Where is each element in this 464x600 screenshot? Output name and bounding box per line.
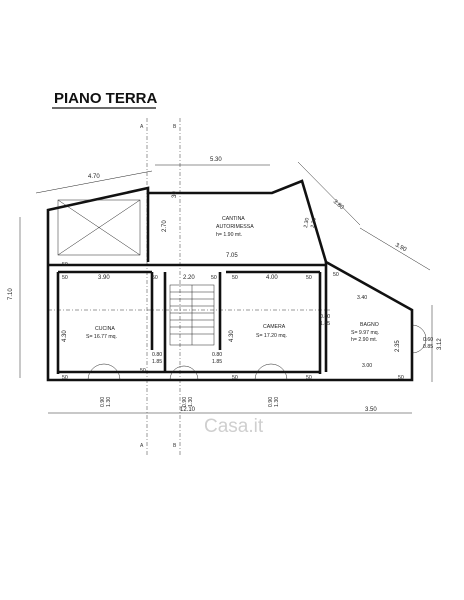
section-mark-b-top: B [173, 124, 177, 130]
dim-win-cucina-w: 0.90 [100, 397, 106, 407]
dim-camera-width: 4.00 [266, 275, 278, 281]
dim-bottom-total: 12.10 [180, 407, 196, 413]
room-camera-name: CAMERA [263, 324, 286, 330]
interior-walls [48, 193, 328, 374]
dim-cucina-wall-br: 50 [140, 368, 146, 374]
dim-door-mid-w: 0.80 [212, 352, 222, 358]
dim-win-camera-w: 0.90 [268, 397, 274, 407]
room-cucina-name: CUCINA [95, 326, 115, 332]
overall-dimensions [19, 161, 433, 414]
dim-cucina-wall-bl: 50 [62, 375, 68, 381]
dim-bagno-wall-br: 50 [398, 375, 404, 381]
dim-cantina-width: 7.05 [226, 253, 238, 259]
dim-bagno-side: 2.35 [395, 340, 401, 352]
room-cantina-name2: AUTORIMESSA [216, 224, 254, 230]
dim-door-camera-h: 1.85 [320, 321, 330, 327]
dim-win-stair-w: 0.90 [182, 397, 188, 407]
dim-stair-wall-right: 50 [211, 275, 217, 281]
room-camera-area: S= 17.20 mq. [256, 333, 287, 339]
room-bagno-height: h= 2.90 mt. [351, 337, 377, 343]
dim-cucina-wall-tl: 50 [62, 275, 68, 281]
room-cucina-area: S= 16.77 mq. [86, 334, 117, 340]
section-mark-b-bottom: B [173, 443, 177, 449]
exterior-walls [46, 179, 414, 382]
dim-camera-wall-tr: 50 [306, 275, 312, 281]
dim-left-total: 7.10 [8, 288, 14, 300]
room-cantina-height: h= 1.90 mt. [216, 232, 242, 238]
dim-top-left: 4.70 [88, 174, 100, 180]
dim-camera-wall-bl: 50 [232, 375, 238, 381]
room-bagno-name: BAGNO [360, 322, 379, 328]
dim-cantina-depth: 2.70 [162, 220, 168, 232]
dim-cantina-wall: 30 [172, 191, 178, 198]
dim-door-camera-w: 0.80 [320, 314, 330, 320]
dim-diag-a: 2.30 [303, 217, 311, 228]
storage-box [57, 199, 141, 256]
dim-win-right-w: 0.60 [423, 337, 433, 343]
dim-door-left-h: 1.85 [152, 359, 162, 365]
plan-title: PIANO TERRA [54, 90, 158, 107]
dim-win-stair-h: 1.30 [188, 397, 194, 407]
dim-win-right-h: 0.85 [423, 344, 433, 350]
room-bagno-area: S= 9.97 mq. [351, 330, 379, 336]
dim-win-camera-h: 1.30 [274, 397, 280, 407]
door-swings [87, 324, 427, 381]
dim-bottom-right: 3.50 [365, 407, 377, 413]
dim-cucina-depth: 4.30 [62, 330, 68, 342]
room-cantina-name: CANTINA [222, 216, 245, 222]
dim-cucina-width: 3.90 [98, 275, 110, 281]
section-mark-a-bottom: A [140, 443, 144, 449]
dim-door-mid-h: 1.85 [212, 359, 222, 365]
dim-diag-b: 2.30 [310, 217, 318, 228]
dim-bagno-bottom: 3.00 [362, 363, 372, 369]
dim-stair-width: 2.20 [183, 275, 195, 281]
dim-door-left-w: 0.80 [152, 352, 162, 358]
dim-stair-wall-left: 50 [152, 275, 158, 281]
staircase [169, 284, 215, 346]
dim-camera-wall-br: 50 [306, 375, 312, 381]
dim-win-cucina-h: 1.30 [106, 397, 112, 407]
dim-bagno-wall-top: 50 [333, 272, 339, 278]
dim-camera-wall-tl: 50 [232, 275, 238, 281]
dim-top-right-1: 3.80 [332, 199, 345, 212]
dim-right-total: 3.12 [437, 338, 443, 350]
section-lines [48, 118, 330, 455]
dim-top-mid: 5.30 [210, 157, 222, 163]
dim-top-right-2: 3.90 [394, 242, 408, 253]
dim-bagno-top: 3.40 [357, 295, 367, 301]
dim-cucina-wall-top: 50 [62, 262, 68, 268]
watermark: Casa.it [204, 416, 264, 437]
dim-camera-depth: 4.30 [229, 330, 235, 342]
section-mark-a-top: A [140, 124, 144, 130]
